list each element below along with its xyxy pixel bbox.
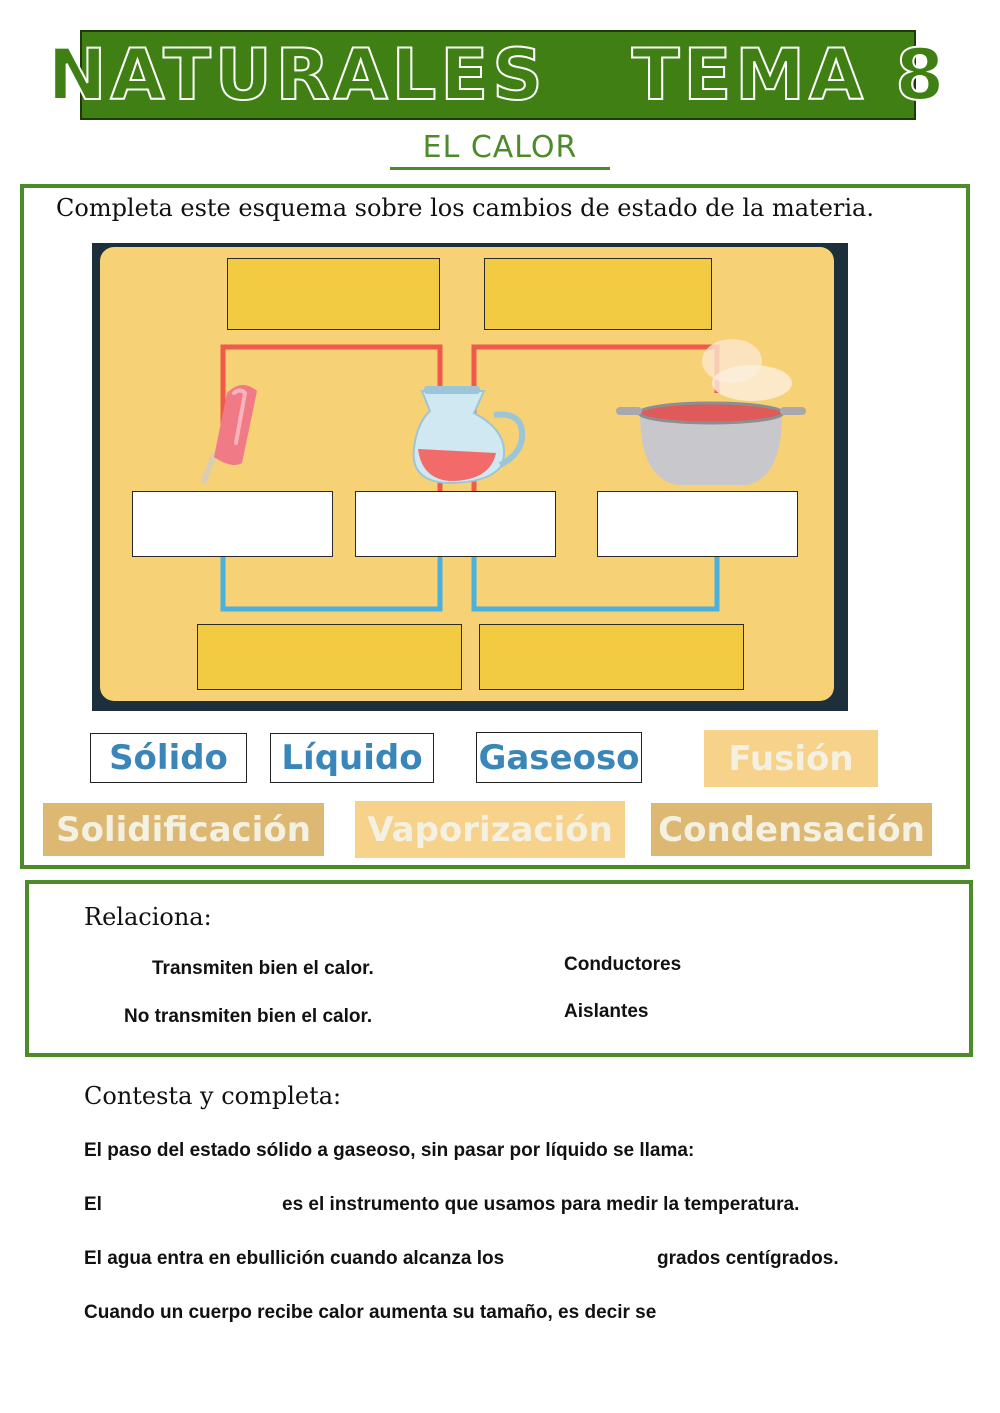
question-3-start: El agua entra en ebullición cuando alcan… (84, 1248, 505, 1269)
question-4: Cuando un cuerpo recibe calor aumenta su… (84, 1302, 657, 1323)
answer-box-state-left[interactable] (132, 491, 333, 557)
word-liquido[interactable]: Líquido (270, 733, 434, 783)
answer-box-state-right[interactable] (597, 491, 798, 557)
pot-icon (616, 339, 806, 485)
heat-line-left (220, 344, 443, 493)
section3-instruction: Contesta y completa: (84, 1082, 342, 1110)
question-2-end: es el instrumento que usamos para medir … (282, 1194, 800, 1215)
answer-box-state-middle[interactable] (355, 491, 556, 557)
states-diagram (92, 243, 848, 711)
answer-box-top-right[interactable] (484, 258, 712, 330)
relate-panel (25, 880, 973, 1057)
word-solido[interactable]: Sólido (90, 733, 247, 783)
page-title: NATURALES TEMA 8 (47, 33, 949, 117)
cool-line-left (220, 555, 443, 612)
answer-field-q3[interactable] (535, 1244, 653, 1274)
word-fusion[interactable]: Fusión (704, 730, 878, 787)
question-2-start: El (84, 1194, 102, 1215)
states-of-matter-panel (20, 184, 970, 869)
relate-left-1[interactable]: Transmiten bien el calor. (152, 958, 374, 979)
relate-right-2[interactable]: Aislantes (564, 1001, 649, 1022)
word-solidificacion[interactable]: Solidificación (43, 803, 324, 856)
answer-box-bottom-right[interactable] (479, 624, 744, 690)
jug-icon (412, 386, 526, 485)
answer-field-q1[interactable] (736, 1136, 936, 1166)
question-1: El paso del estado sólido a gaseoso, sin… (84, 1140, 695, 1161)
diagram-arrows (201, 339, 806, 612)
answer-box-top-left[interactable] (227, 258, 440, 330)
section1-instruction: Completa este esquema sobre los cambios … (56, 194, 874, 222)
word-vaporizacion[interactable]: Vaporización (355, 801, 625, 858)
relate-right-1[interactable]: Conductores (564, 954, 682, 975)
section2-instruction: Relaciona: (84, 903, 212, 931)
popsicle-icon (201, 384, 257, 484)
answer-field-q2[interactable] (108, 1190, 276, 1220)
page-subtitle: EL CALOR (390, 130, 610, 170)
title-banner: NATURALES TEMA 8 (47, 30, 949, 120)
relate-left-2[interactable]: No transmiten bien el calor. (124, 1006, 373, 1027)
word-condensacion[interactable]: Condensación (651, 803, 932, 856)
question-3-end: grados centígrados. (657, 1248, 839, 1269)
cool-line-right (471, 557, 720, 612)
word-gaseoso[interactable]: Gaseoso (476, 732, 642, 783)
answer-field-q4[interactable] (696, 1298, 916, 1328)
answer-box-bottom-left[interactable] (197, 624, 462, 690)
